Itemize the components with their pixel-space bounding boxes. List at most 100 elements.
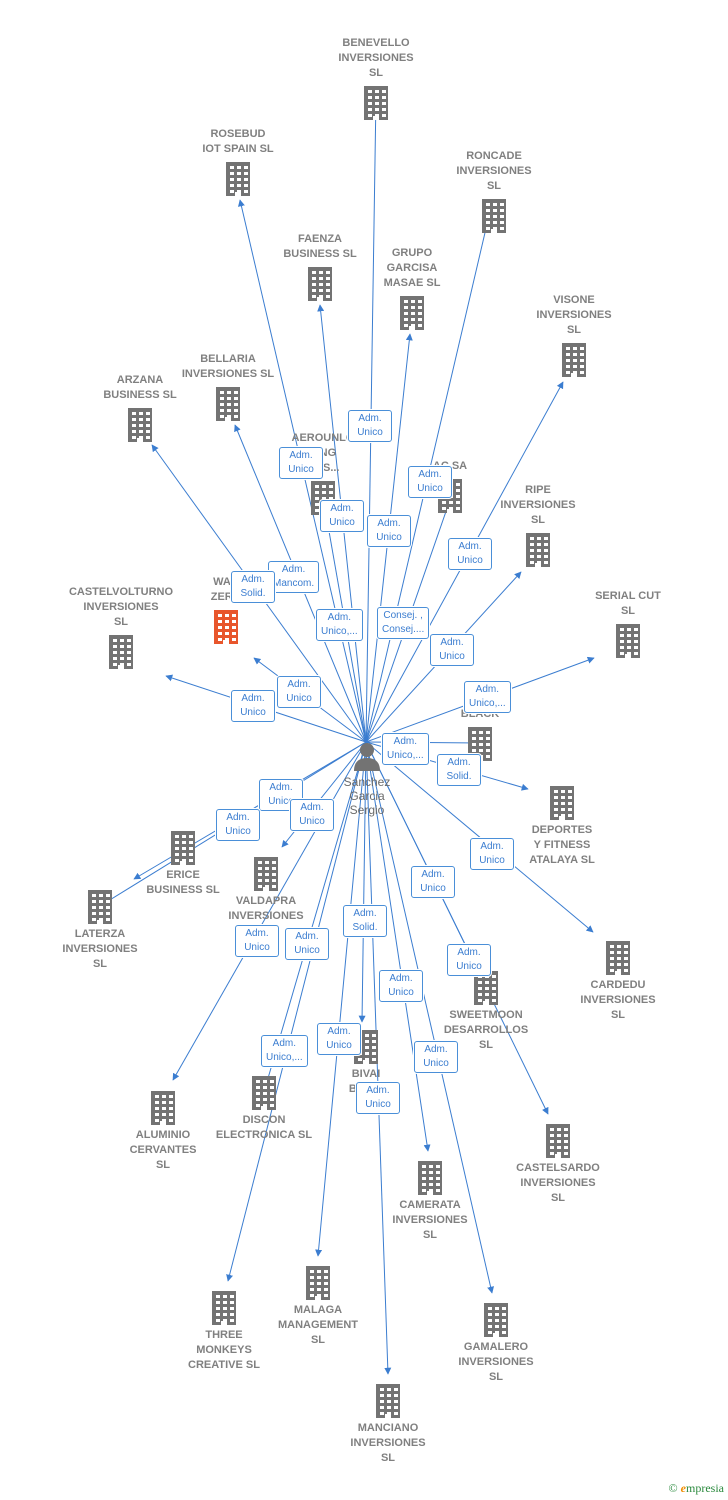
company-node-serialcut[interactable]: SERIAL CUT SL <box>573 589 683 658</box>
edge-bivai <box>358 741 367 1023</box>
building-icon <box>550 786 574 820</box>
edge-malaga <box>315 741 367 1257</box>
company-node-grupo[interactable]: GRUPO GARCISA MASAE SL <box>357 246 467 330</box>
relation-label[interactable]: Adm. Solid. <box>437 754 481 786</box>
company-name: MANCIANO INVERSIONES SL <box>350 1422 426 1464</box>
person-name: Sanchez Garcia Sergio <box>343 775 391 817</box>
relation-label[interactable]: Adm. Unico <box>411 866 455 898</box>
copyright-symbol: © <box>668 1481 678 1495</box>
building-icon <box>484 1303 508 1337</box>
company-node-roncade[interactable]: RONCADE INVERSIONES SL <box>439 149 549 233</box>
building-icon <box>109 635 133 669</box>
company-name: MALAGA MANAGEMENT SL <box>277 1304 359 1346</box>
building-icon <box>226 162 250 196</box>
edge-discon <box>262 741 367 1093</box>
relation-label[interactable]: Adm. Unico <box>216 809 260 841</box>
company-node-visone[interactable]: VISONE INVERSIONES SL <box>519 293 629 377</box>
company-node-discon[interactable]: DISCON ELECTRONICA SL <box>209 1074 319 1143</box>
company-node-malaga[interactable]: MALAGA MANAGEMENT SL <box>263 1264 373 1348</box>
company-node-gamalero[interactable]: GAMALERO INVERSIONES SL <box>441 1301 551 1385</box>
company-name: BELLARIA INVERSIONES SL <box>181 353 275 380</box>
relation-label[interactable]: Adm. Unico <box>448 538 492 570</box>
relation-label[interactable]: Adm. Unico,... <box>316 609 363 641</box>
relation-label[interactable]: Adm. Unico <box>290 799 334 831</box>
company-node-camerata[interactable]: CAMERATA INVERSIONES SL <box>375 1159 485 1243</box>
relation-label[interactable]: Adm. Unico <box>279 447 323 479</box>
relation-label[interactable]: Adm. Unico <box>277 676 321 708</box>
relation-label[interactable]: Adm. Unico <box>356 1082 400 1114</box>
relation-label[interactable]: Adm. Unico <box>414 1041 458 1073</box>
relation-label[interactable]: Adm. Unico <box>430 634 474 666</box>
person-icon <box>354 743 380 771</box>
relation-label[interactable]: Adm. Unico <box>348 410 392 442</box>
company-node-valdapra[interactable]: VALDAPRA INVERSIONES <box>211 855 321 924</box>
company-node-ripe[interactable]: RIPE INVERSIONES SL <box>483 483 593 567</box>
company-node-manciano[interactable]: MANCIANO INVERSIONES SL <box>333 1382 443 1466</box>
building-icon <box>482 199 506 233</box>
company-node-rosebud[interactable]: ROSEBUD IOT SPAIN SL <box>183 127 293 196</box>
building-icon <box>616 624 640 658</box>
company-name: BENEVELLO INVERSIONES SL <box>338 37 414 79</box>
company-node-erice[interactable]: ERICE BUSINESS SL <box>128 829 238 898</box>
building-icon <box>418 1161 442 1195</box>
center-person[interactable]: Sanchez Garcia Sergio <box>339 741 395 817</box>
company-name: VALDAPRA INVERSIONES <box>228 895 304 922</box>
company-name: FAENZA BUSINESS SL <box>283 233 357 260</box>
company-name: CARDEDU INVERSIONES SL <box>580 979 656 1021</box>
relation-label[interactable]: Adm. Unico <box>235 925 279 957</box>
company-node-aluminio[interactable]: ALUMINIO CERVANTES SL <box>108 1089 218 1173</box>
relation-label[interactable]: Adm. Unico <box>320 500 364 532</box>
building-icon <box>216 387 240 421</box>
company-node-laterza[interactable]: LATERZA INVERSIONES SL <box>45 888 155 972</box>
edge-threemonkeys <box>226 741 367 1282</box>
relation-label[interactable]: Adm. Unico <box>447 944 491 976</box>
relation-label[interactable]: Adm. Unico <box>259 779 303 811</box>
relation-label[interactable]: Adm. Mancom. <box>268 561 320 593</box>
relation-label[interactable]: Adm. Solid. <box>231 571 275 603</box>
building-icon <box>88 890 112 924</box>
brand-first-letter: e <box>680 1481 686 1495</box>
company-name: RIPE INVERSIONES SL <box>500 484 576 526</box>
company-name: ALUMINIO CERVANTES SL <box>129 1129 197 1171</box>
company-node-castelsardo[interactable]: CASTELSARDO INVERSIONES SL <box>503 1122 613 1206</box>
company-node-deportes[interactable]: DEPORTES Y FITNESS ATALAYA SL <box>507 784 617 868</box>
relation-label[interactable]: Adm. Unico <box>317 1023 361 1055</box>
building-icon <box>562 343 586 377</box>
company-node-threemonkeys[interactable]: THREE MONKEYS CREATIVE SL <box>169 1289 279 1373</box>
relation-label[interactable]: Adm. Unico <box>408 466 452 498</box>
edge-gamalero <box>365 741 495 1294</box>
relation-label[interactable]: Adm. Unico <box>379 970 423 1002</box>
relation-label[interactable]: Adm. Unico,... <box>464 681 511 713</box>
building-icon <box>526 533 550 567</box>
building-icon <box>308 267 332 301</box>
company-name: CASTELVOLTURNO INVERSIONES SL <box>68 586 174 628</box>
company-name: SERIAL CUT SL <box>595 590 661 617</box>
relation-label[interactable]: Consej. , Consej.... <box>377 607 430 639</box>
relation-label[interactable]: Adm. Unico <box>285 928 329 960</box>
company-node-black[interactable]: BLACK <box>425 707 535 761</box>
company-name: THREE MONKEYS CREATIVE SL <box>188 1329 260 1371</box>
company-name: ERICE BUSINESS SL <box>146 869 220 896</box>
building-icon <box>474 971 498 1005</box>
relation-label[interactable]: Adm. Unico <box>367 515 411 547</box>
company-name: GRUPO GARCISA MASAE SL <box>383 247 441 289</box>
relation-label[interactable]: Adm. Unico <box>470 838 514 870</box>
relation-label[interactable]: Adm. Unico <box>231 690 275 722</box>
company-node-faenza[interactable]: FAENZA BUSINESS SL <box>265 232 375 301</box>
company-node-sweetmoon[interactable]: SWEETMOON DESARROLLOS SL <box>431 969 541 1053</box>
company-node-castelvolturno[interactable]: CASTELVOLTURNO INVERSIONES SL <box>66 585 176 669</box>
copyright-footer[interactable]: © empresia <box>669 1481 724 1496</box>
relation-label[interactable]: Adm. Unico,... <box>261 1035 308 1067</box>
company-name: DEPORTES Y FITNESS ATALAYA SL <box>529 824 595 866</box>
company-node-bellaria[interactable]: BELLARIA INVERSIONES SL <box>173 352 283 421</box>
building-icon <box>171 831 195 865</box>
relation-label[interactable]: Adm. Unico,... <box>382 733 429 765</box>
building-icon <box>364 86 388 120</box>
company-node-cardedu[interactable]: CARDEDU INVERSIONES SL <box>563 939 673 1023</box>
company-node-arzana[interactable]: ARZANA BUSINESS SL <box>85 373 195 442</box>
company-node-benevello[interactable]: BENEVELLO INVERSIONES SL <box>321 36 431 120</box>
building-icon <box>546 1124 570 1158</box>
relation-label[interactable]: Adm. Solid. <box>343 905 387 937</box>
company-name: VISONE INVERSIONES SL <box>536 294 612 336</box>
company-node-warzero[interactable]: WAR ZERO <box>171 575 281 644</box>
